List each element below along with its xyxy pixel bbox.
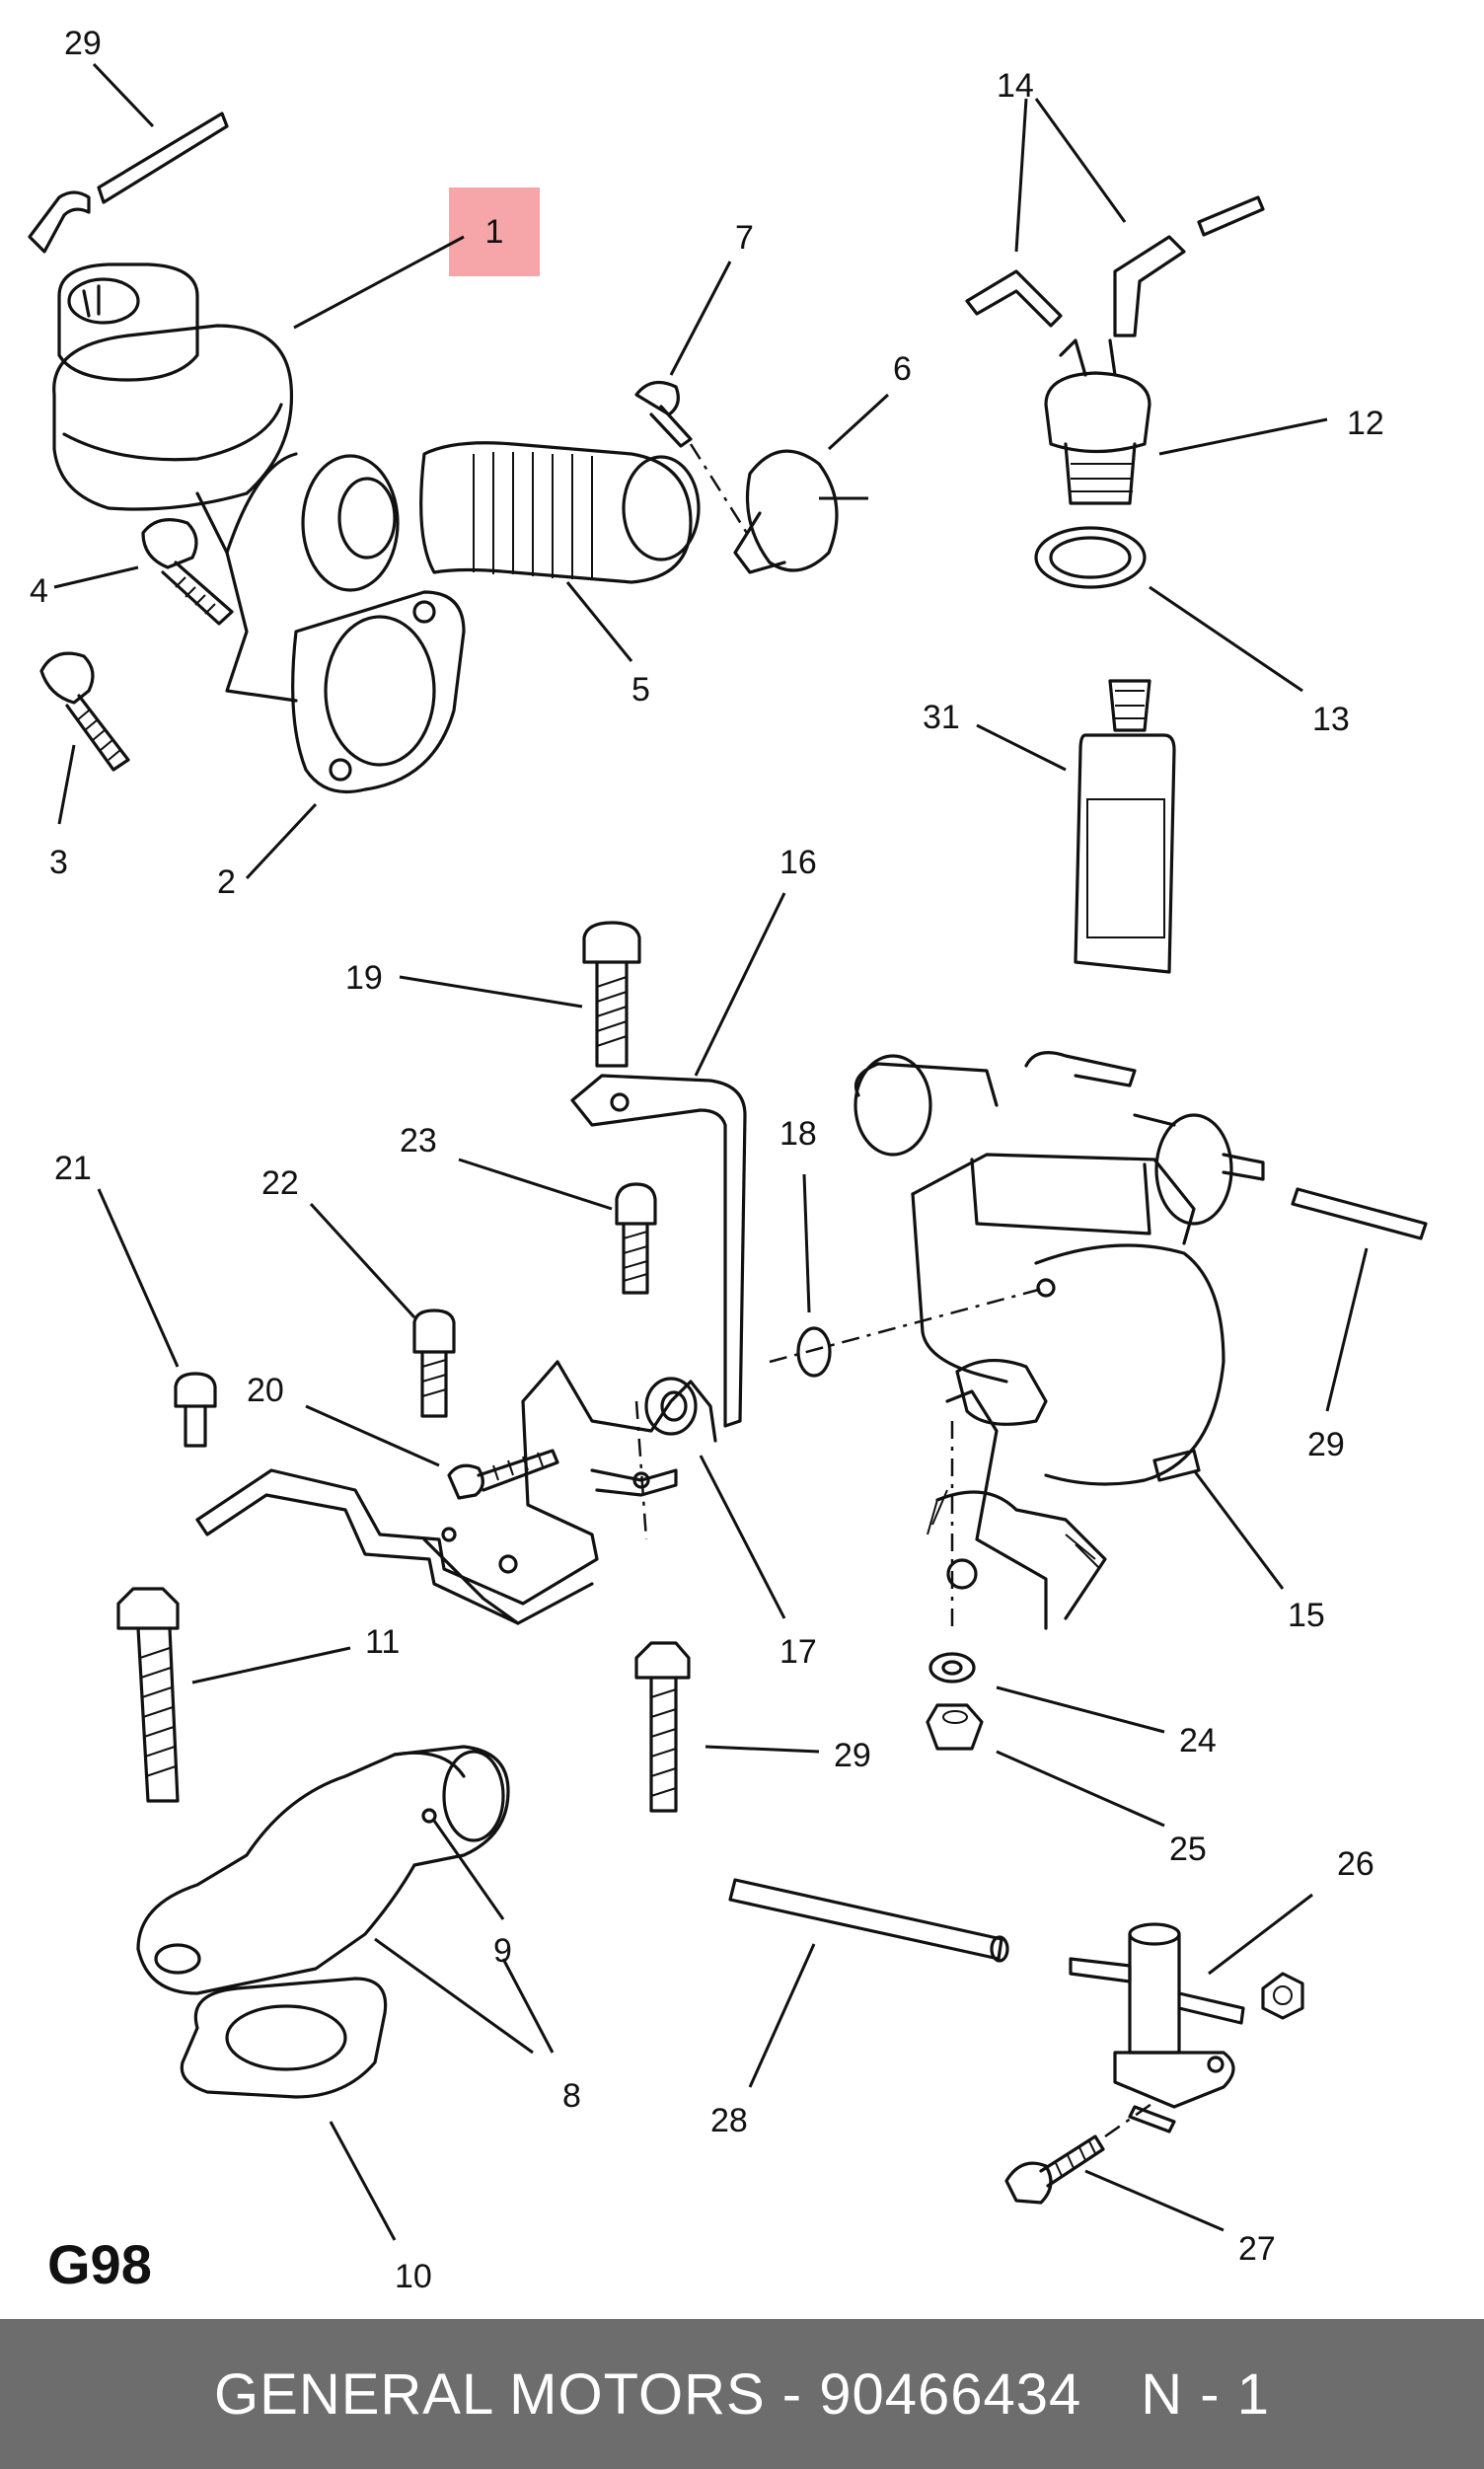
callout-9: 9 xyxy=(493,1932,512,1970)
part-29-bolt-lower xyxy=(634,1641,820,1813)
callout-29-lower: 29 xyxy=(834,1737,871,1774)
highlighted-part-marker xyxy=(449,187,540,276)
callout-21: 21 xyxy=(54,1150,92,1187)
part-7-screw xyxy=(634,261,752,539)
callout-25: 25 xyxy=(1169,1831,1207,1868)
highlighted-part-label: 1 xyxy=(484,212,504,251)
part-23-screw xyxy=(458,1158,657,1295)
callout-16: 16 xyxy=(779,844,817,881)
part-14-hoses xyxy=(965,98,1265,337)
callout-22: 22 xyxy=(261,1164,299,1202)
part-22-screw xyxy=(309,1202,456,1418)
part-6-clamp xyxy=(733,393,890,574)
callout-30: 29 xyxy=(64,25,102,62)
part-31-sealant-tube xyxy=(976,679,1176,974)
diagram-code: G98 xyxy=(47,2233,152,2295)
callout-26: 26 xyxy=(1337,1845,1374,1883)
part-24-washer xyxy=(928,1652,1165,1734)
callout-labels: 29 14 7 6 12 4 5 13 31 3 2 16 19 18 23 2… xyxy=(30,25,1384,2295)
callout-4: 4 xyxy=(30,572,48,610)
callout-2: 2 xyxy=(217,863,236,901)
callout-5: 5 xyxy=(631,671,650,709)
part-3-bolt xyxy=(39,651,130,825)
callout-23: 23 xyxy=(400,1122,437,1160)
part-5-flex-pipe xyxy=(301,441,701,662)
part-18-washer xyxy=(796,1173,832,1378)
part-15-actuator-assembly xyxy=(769,1051,1285,1630)
callout-17: 17 xyxy=(779,1633,817,1671)
callout-18: 18 xyxy=(779,1115,817,1153)
callout-6: 6 xyxy=(893,350,912,388)
callout-24: 24 xyxy=(1179,1722,1217,1759)
part-19-bolt xyxy=(399,921,641,1068)
callout-12: 12 xyxy=(1347,405,1384,442)
callout-31: 31 xyxy=(923,699,960,736)
part-8-elbow-flange xyxy=(136,1745,534,2055)
part-28-hose xyxy=(728,1878,1009,2088)
part-12-sensor xyxy=(1044,338,1328,505)
callout-28: 28 xyxy=(710,2102,748,2139)
callout-20: 20 xyxy=(247,1372,284,1409)
part-10-gasket xyxy=(180,1977,397,2241)
callout-11: 11 xyxy=(365,1623,400,1661)
part-2-gasket xyxy=(245,590,466,880)
footer-text: GENERAL MOTORS - 90466434 N - 1 xyxy=(214,2361,1270,2428)
callout-15: 15 xyxy=(1288,1597,1325,1634)
part-1-egr-valve xyxy=(52,235,465,703)
part-17-washer xyxy=(644,1377,786,1619)
footer-separator: - xyxy=(765,2361,820,2427)
part-30-hose xyxy=(28,62,229,254)
footer-bar: GENERAL MOTORS - 90466434 N - 1 xyxy=(0,2319,1484,2469)
part-21-nut xyxy=(97,1188,217,1448)
part-26-check-valve xyxy=(1069,1893,1313,2133)
callout-3: 3 xyxy=(49,844,68,881)
footer-part-number: 90466434 xyxy=(819,2361,1082,2427)
callout-13: 13 xyxy=(1312,701,1350,738)
part-9-pipe-ring xyxy=(421,1808,555,2054)
callout-8: 8 xyxy=(562,2077,581,2115)
callout-7: 7 xyxy=(735,219,754,257)
callout-14: 14 xyxy=(997,67,1034,105)
part-16-bracket xyxy=(570,892,786,1428)
footer-position: N - 1 xyxy=(1141,2361,1270,2427)
callout-19: 19 xyxy=(345,959,383,997)
part-13-washer xyxy=(1034,526,1303,693)
parts-exploded-diagram: 29 14 7 6 12 4 5 13 31 3 2 16 19 18 23 2… xyxy=(28,25,1428,2295)
callout-29-upper: 29 xyxy=(1307,1426,1345,1463)
callout-27: 27 xyxy=(1238,2230,1276,2268)
part-27-screw xyxy=(1004,2100,1224,2232)
part-4-bolt xyxy=(53,518,234,626)
callout-10: 10 xyxy=(395,2258,432,2295)
part-25-nut xyxy=(926,1703,1165,1828)
part-11-bolt xyxy=(116,1587,351,1803)
lower-bracket xyxy=(195,1360,717,1625)
part-29-hose-upper xyxy=(1291,1187,1428,1412)
part-20-bracket-bolt xyxy=(305,1404,559,1500)
footer-brand: GENERAL MOTORS xyxy=(214,2361,766,2427)
